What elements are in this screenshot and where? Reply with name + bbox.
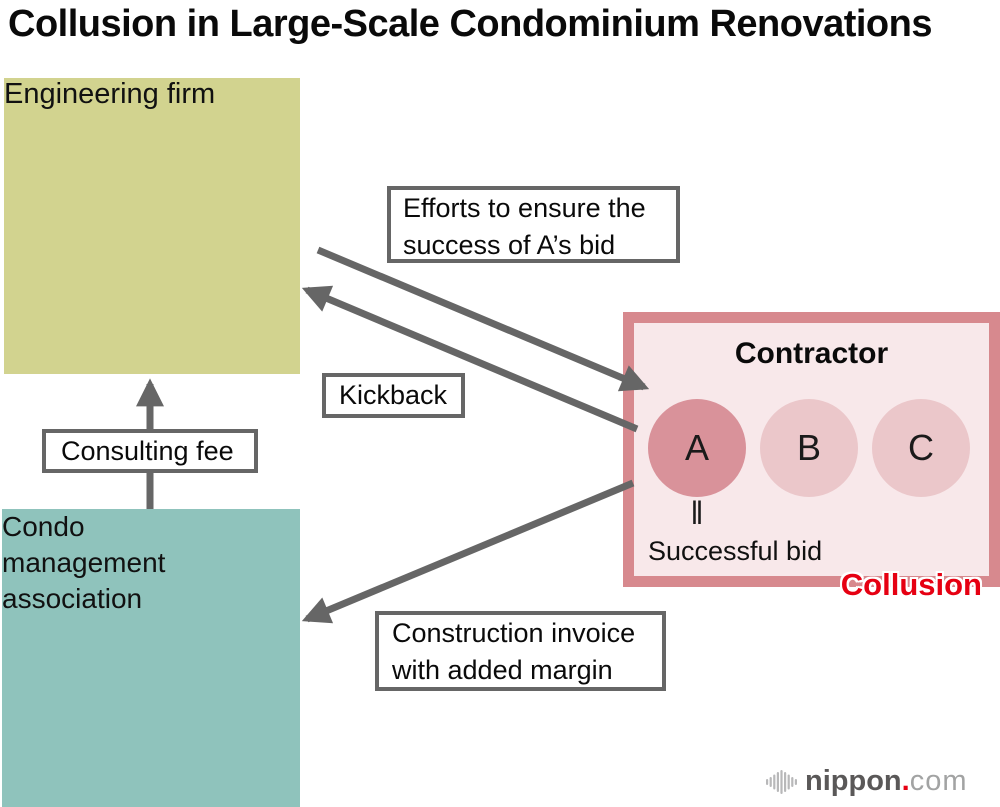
bidder-b-label: B bbox=[796, 427, 821, 468]
nippon-logo: nippon.com bbox=[766, 765, 968, 798]
bidder-c-label: C bbox=[908, 427, 934, 468]
bidder-b-circle: B bbox=[760, 399, 858, 497]
kickback-label-box: Kickback bbox=[322, 373, 465, 418]
page-title: Collusion in Large-Scale Condominium Ren… bbox=[8, 3, 932, 45]
consulting-fee-label-box: Consulting fee bbox=[42, 429, 258, 473]
contractor-title: Contractor bbox=[734, 337, 889, 370]
nippon-logo-brand: nippon bbox=[805, 765, 902, 797]
engineering-firm-node: Engineering firm bbox=[4, 78, 300, 374]
soundwave-icon bbox=[766, 769, 797, 794]
nippon-logo-tld: com bbox=[909, 765, 968, 797]
bidder-a-circle: A bbox=[648, 399, 746, 497]
bidder-c-circle: C bbox=[872, 399, 970, 497]
engineering-firm-label: Engineering firm bbox=[4, 78, 216, 110]
bidder-a-label: A bbox=[684, 427, 709, 468]
collusion-label: Collusion bbox=[840, 567, 982, 602]
successful-bid-label: Successful bid bbox=[648, 536, 823, 566]
equals-mark: ‖ bbox=[690, 495, 704, 531]
arrow-invoice-to-condo-association bbox=[301, 479, 635, 624]
nippon-logo-text: nippon.com bbox=[805, 765, 968, 798]
arrow-efforts-to-contractor bbox=[316, 246, 650, 392]
invoice-label-box: Construction invoice with added margin bbox=[375, 611, 666, 691]
condo-association-node: Condo management association bbox=[2, 509, 300, 807]
efforts-label-box: Efforts to ensure the success of A’s bid bbox=[387, 186, 680, 263]
contractor-group-box: Contractor A B C ‖ Successful bid bbox=[623, 312, 1000, 587]
nippon-logo-dot: . bbox=[901, 765, 910, 797]
condo-association-label: Condo management association bbox=[2, 511, 166, 614]
